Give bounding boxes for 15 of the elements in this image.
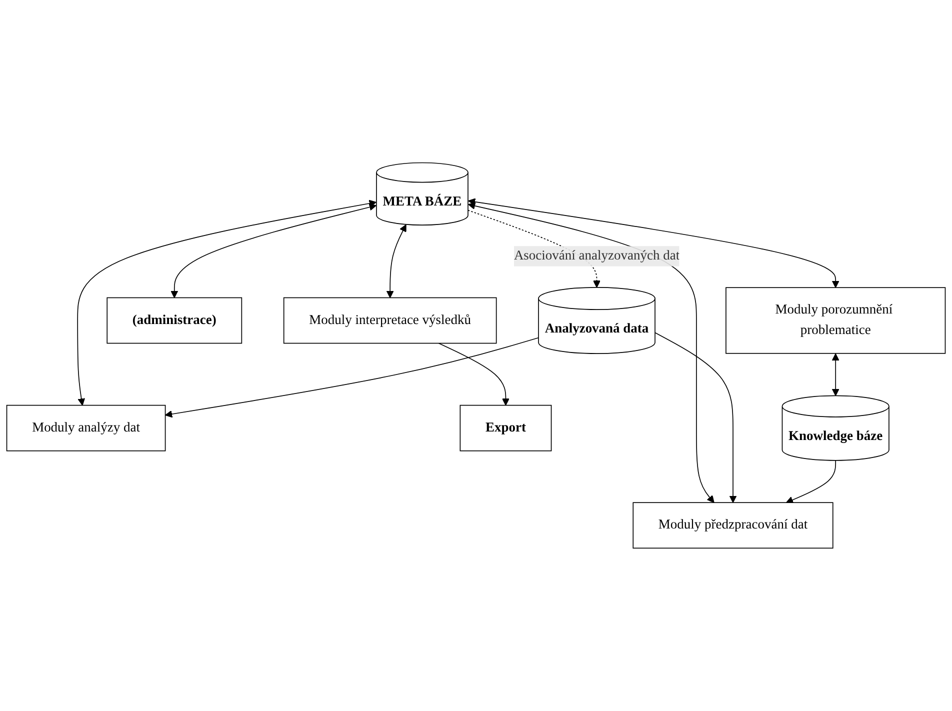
node-box: Export bbox=[460, 404, 552, 452]
node-box: (administrace) bbox=[106, 297, 242, 344]
node-box: Moduly interpretace výsledků bbox=[283, 297, 497, 344]
arrow bbox=[386, 224, 406, 298]
arrow bbox=[170, 204, 376, 298]
edge-label: Asociování analyzovaných dat bbox=[514, 248, 680, 264]
node-box: Moduly porozumnění problematice bbox=[726, 287, 946, 354]
arrow bbox=[832, 353, 840, 396]
arrow bbox=[438, 342, 510, 406]
arrow bbox=[77, 200, 376, 406]
node-box: Moduly analýzy dat bbox=[6, 404, 166, 452]
node-box: Moduly předzpracování dat bbox=[632, 502, 834, 549]
arrow bbox=[164, 337, 539, 418]
arrow bbox=[654, 332, 737, 503]
arrow bbox=[786, 460, 836, 504]
